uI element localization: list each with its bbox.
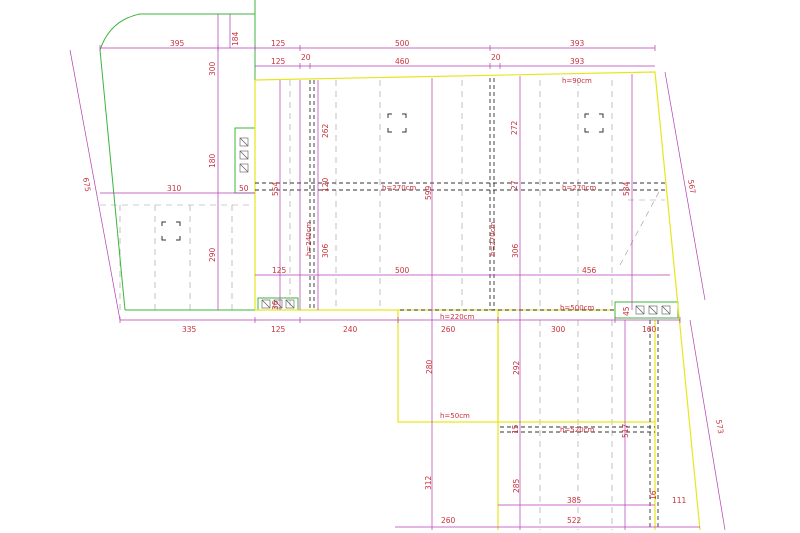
- dim-16: 16: [649, 490, 658, 500]
- dim-15: 15: [511, 424, 520, 434]
- height-90: h=90cm: [562, 77, 592, 85]
- dim-500-top: 500: [395, 39, 410, 48]
- dim-675: 675: [81, 177, 92, 193]
- dim-180: 180: [208, 153, 217, 168]
- dim-393-row2: 393: [570, 57, 585, 66]
- dim-280: 280: [425, 359, 434, 374]
- dim-45: 45: [622, 306, 631, 316]
- dim-517: 517: [621, 423, 630, 438]
- dim-111: 111: [672, 496, 687, 505]
- column-marker-icon: [387, 113, 407, 133]
- dim-160: 160: [642, 325, 657, 334]
- dim-300-row: 300: [551, 325, 566, 334]
- dim-554: 554: [271, 181, 280, 196]
- dim-385: 385: [567, 496, 582, 505]
- dim-260-bottom: 260: [441, 516, 456, 525]
- dim-395: 395: [170, 39, 185, 48]
- dim-125-mid: 125: [272, 266, 287, 275]
- dim-300: 300: [208, 61, 217, 76]
- dim-262: 262: [321, 123, 330, 138]
- dim-50: 50: [239, 184, 249, 193]
- dim-36: 36: [271, 300, 280, 310]
- dim-292: 292: [512, 360, 521, 375]
- lower-dimensions: 280 292 15 517 312 285 385 16 111 260 52…: [424, 179, 725, 525]
- dim-285: 285: [512, 478, 521, 493]
- dim-335: 335: [182, 325, 197, 334]
- height-270-b: h=270cm: [562, 184, 597, 192]
- height-220: h=220cm: [440, 313, 475, 321]
- middle-dimensions: 262 272 554 120 599 27 584 306 306 125 5…: [271, 120, 631, 316]
- dimension-lines: [69, 14, 726, 531]
- structural-grid: [100, 80, 665, 530]
- dim-306-right: 306: [511, 243, 520, 258]
- height-labels: h=90cm h=270cm h=270cm h=240cm h=270cm h…: [305, 77, 597, 434]
- dim-584: 584: [622, 181, 631, 196]
- dim-240: 240: [343, 325, 358, 334]
- stair-hatch-icon: [239, 137, 671, 315]
- column-marker-icon: [584, 113, 604, 133]
- dim-120: 120: [321, 177, 330, 192]
- dim-567: 567: [686, 179, 697, 195]
- dim-260-row: 260: [441, 325, 456, 334]
- dimension-ticks: [99, 45, 681, 323]
- column-marker-icon: [161, 221, 181, 241]
- dim-27: 27: [510, 180, 519, 190]
- bottom-row-dimensions: 335 125 240 260 300 160: [182, 325, 657, 334]
- height-270-c: h=270cm: [489, 221, 497, 256]
- dim-184: 184: [231, 31, 240, 46]
- dim-125-top: 125: [271, 39, 286, 48]
- dim-125-row2: 125: [271, 57, 286, 66]
- dim-290: 290: [208, 247, 217, 262]
- dim-573: 573: [714, 419, 725, 435]
- dim-456: 456: [582, 266, 597, 275]
- height-270-a: h=270cm: [382, 184, 417, 192]
- top-dimensions: 395 184 125 500 393 125 20 460 20 393: [170, 31, 585, 66]
- dim-310: 310: [167, 184, 182, 193]
- dim-306-left: 306: [321, 243, 330, 258]
- dim-20-left: 20: [301, 53, 311, 62]
- height-50: h=50cm: [440, 412, 470, 420]
- main-building-outline: [254, 71, 701, 531]
- height-240: h=240cm: [305, 221, 313, 256]
- dim-393-top: 393: [570, 39, 585, 48]
- dim-20-right: 20: [491, 53, 501, 62]
- beams-dashed: [255, 78, 665, 530]
- dim-460: 460: [395, 57, 410, 66]
- left-dimensions: 300 180 310 50 290 675: [81, 61, 249, 262]
- dim-599: 599: [424, 185, 433, 200]
- height-500: h=500cm: [560, 304, 595, 312]
- dim-500-mid: 500: [395, 266, 410, 275]
- dim-125-bottom: 125: [271, 325, 286, 334]
- dim-312: 312: [424, 475, 433, 490]
- dim-272: 272: [510, 120, 519, 135]
- dim-522: 522: [567, 516, 582, 525]
- height-520: h=520cm: [560, 426, 595, 434]
